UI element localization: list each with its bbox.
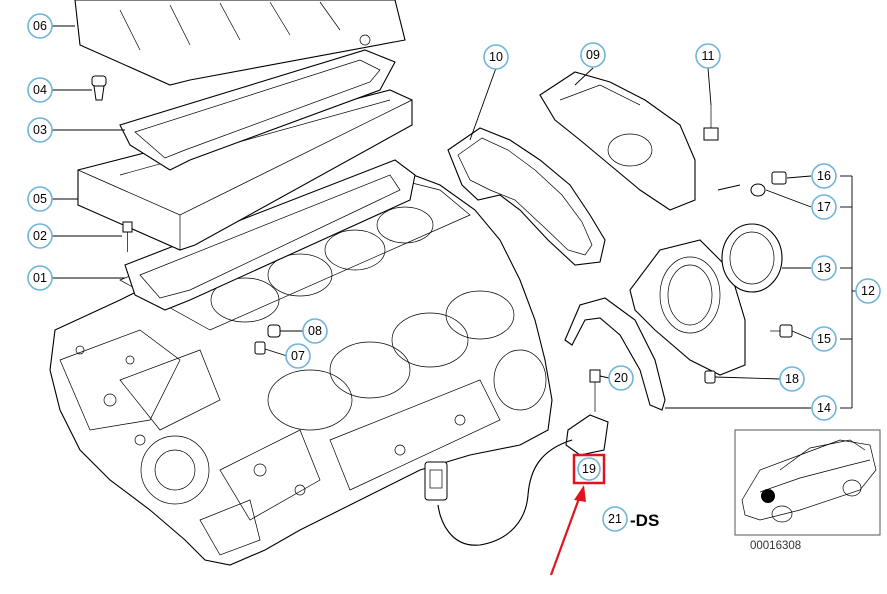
callout-label: 20 xyxy=(614,371,628,385)
callout-label: 21 xyxy=(608,512,622,526)
callout-17[interactable]: 17 xyxy=(811,194,837,220)
callout-16[interactable]: 16 xyxy=(811,163,837,189)
callout-label: 16 xyxy=(817,169,831,183)
screw-16 xyxy=(771,171,787,185)
callout-label: 19 xyxy=(582,462,596,476)
callout-label: 06 xyxy=(33,19,47,33)
callout-19[interactable]: 19 xyxy=(577,457,601,481)
callout-18[interactable]: 18 xyxy=(779,366,805,392)
callout-14[interactable]: 14 xyxy=(811,395,837,421)
callout-21[interactable]: 21 xyxy=(602,506,628,532)
leader-lines xyxy=(52,25,856,409)
callout-label: 09 xyxy=(586,48,600,62)
screw-15 xyxy=(770,324,793,338)
callout-05[interactable]: 05 xyxy=(27,186,53,212)
callout-label: 11 xyxy=(702,49,715,63)
red-arrow-icon xyxy=(549,485,586,576)
callout-04[interactable]: 04 xyxy=(27,77,53,103)
ds-suffix-label: -DS xyxy=(630,511,659,530)
callout-label: 17 xyxy=(817,200,831,214)
knock-sensor xyxy=(424,369,609,546)
callout-11[interactable]: 11 xyxy=(695,43,721,69)
callout-label: 04 xyxy=(33,83,47,97)
callout-label: 15 xyxy=(817,332,831,346)
timing-cover-gasket xyxy=(447,127,606,266)
callout-label: 01 xyxy=(33,271,47,285)
callout-01[interactable]: 01 xyxy=(27,265,53,291)
upper-gasket xyxy=(119,49,396,171)
callout-10[interactable]: 10 xyxy=(483,44,509,70)
callout-label: 07 xyxy=(291,349,305,363)
callout-08[interactable]: 08 xyxy=(302,318,328,344)
callout-07[interactable]: 07 xyxy=(285,343,311,369)
bolt-02 xyxy=(122,221,133,252)
washer-17 xyxy=(750,183,766,197)
callout-12[interactable]: 12 xyxy=(855,278,881,304)
rear-gasket xyxy=(564,297,666,411)
callout-label: 08 xyxy=(308,324,322,338)
callout-06[interactable]: 06 xyxy=(27,13,53,39)
sleeve-07 xyxy=(254,341,266,355)
callout-20[interactable]: 20 xyxy=(608,365,634,391)
highlight-box xyxy=(572,453,606,485)
callout-02[interactable]: 02 xyxy=(27,223,53,249)
bolt-11 xyxy=(703,105,719,141)
dowel-18 xyxy=(704,370,716,384)
location-marker-icon xyxy=(761,489,775,503)
intake-manifold xyxy=(74,0,406,86)
callout-09[interactable]: 09 xyxy=(580,42,606,68)
plug-04 xyxy=(91,75,107,101)
reference-number: 00016308 xyxy=(750,540,801,552)
callout-label: 14 xyxy=(817,401,831,415)
callout-label: 12 xyxy=(861,284,875,298)
callout-label: 10 xyxy=(489,50,503,64)
callout-label: 05 xyxy=(33,192,47,206)
timing-cover xyxy=(539,71,696,211)
radial-seal xyxy=(721,223,783,293)
block-gasket xyxy=(124,159,416,311)
callout-13[interactable]: 13 xyxy=(811,255,837,281)
callout-label: 18 xyxy=(785,372,799,386)
sleeve-08 xyxy=(267,324,281,338)
seal-carrier xyxy=(629,239,746,376)
callout-label: 03 xyxy=(33,123,47,137)
callout-label: 02 xyxy=(33,229,47,243)
callout-03[interactable]: 03 xyxy=(27,117,53,143)
vehicle-thumbnail xyxy=(734,429,881,536)
callout-label: 13 xyxy=(817,261,831,275)
callout-15[interactable]: 15 xyxy=(811,326,837,352)
